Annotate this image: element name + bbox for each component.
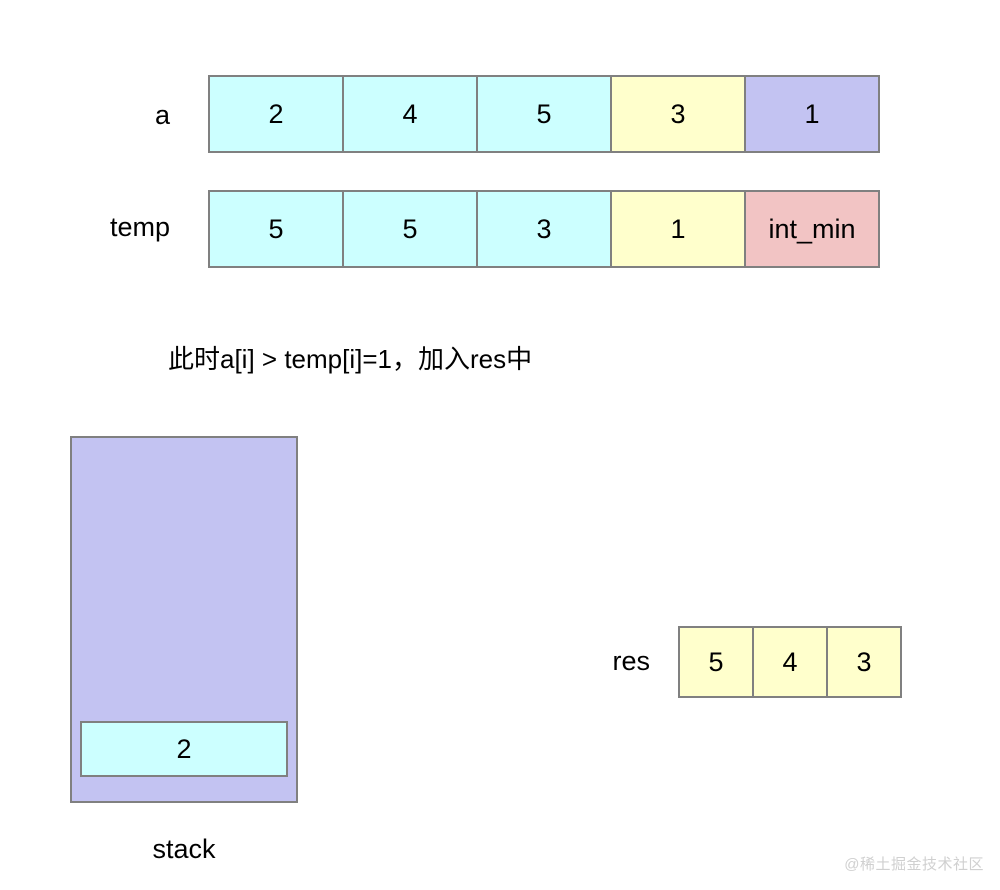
- array-res-cell-0: 5: [678, 626, 754, 698]
- stack-item-0: 2: [80, 721, 288, 777]
- array-temp: 5 5 3 1 int_min: [208, 190, 880, 268]
- array-res-label: res: [612, 646, 650, 676]
- explanation-note: 此时a[i] > temp[i]=1，加入res中: [168, 344, 533, 374]
- array-res-cell-1: 4: [752, 626, 828, 698]
- array-temp-cell-1: 5: [342, 190, 478, 268]
- array-temp-cell-2: 3: [476, 190, 612, 268]
- stack-label: stack: [152, 834, 216, 864]
- array-a-label: a: [154, 100, 170, 130]
- array-temp-cell-0: 5: [208, 190, 344, 268]
- array-temp-cell-3: 1: [610, 190, 746, 268]
- array-temp-cell-4: int_min: [744, 190, 880, 268]
- array-a-cell-1: 4: [342, 75, 478, 153]
- array-a-cell-2: 5: [476, 75, 612, 153]
- array-a-cell-0: 2: [208, 75, 344, 153]
- array-res: 5 4 3: [678, 626, 902, 698]
- array-a: 2 4 5 3 1: [208, 75, 880, 153]
- stack-container: 2: [70, 436, 298, 803]
- array-a-cell-3: 3: [610, 75, 746, 153]
- array-res-cell-2: 3: [826, 626, 902, 698]
- array-temp-label: temp: [109, 212, 170, 242]
- stack-items: 2: [80, 721, 288, 777]
- array-a-cell-4: 1: [744, 75, 880, 153]
- watermark: @稀土掘金技术社区: [844, 856, 984, 873]
